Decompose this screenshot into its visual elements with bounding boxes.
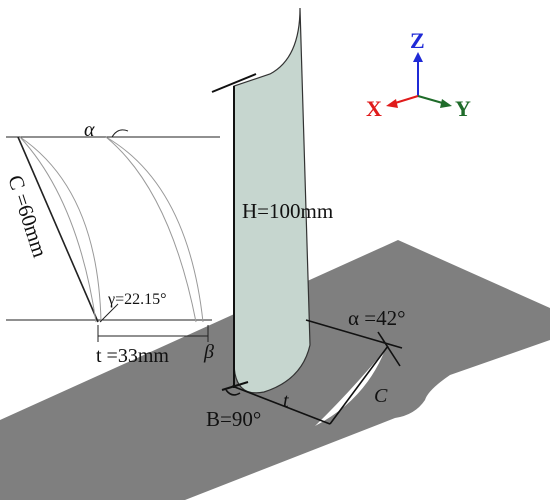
- blade-profile-2-inner: [105, 136, 204, 323]
- b-angle-arc: [225, 389, 241, 396]
- chord-label: C =60mm: [3, 172, 52, 260]
- alpha-line-right: [377, 331, 401, 367]
- pitch-label: t =33mm: [96, 345, 169, 367]
- blade-profile-1: [19, 136, 97, 323]
- stagger-label: γ=22.15°: [107, 291, 167, 308]
- x-arrow-icon: [386, 99, 398, 108]
- axes-indicator: Z X Y: [366, 28, 471, 121]
- y-arrow-icon: [440, 99, 452, 108]
- b-angle-label: B=90°: [206, 407, 261, 431]
- chord-line: [17, 136, 99, 323]
- plate-annotations: [225, 319, 403, 425]
- c-plate-label: C: [374, 385, 388, 407]
- t-plate-label: t: [283, 390, 289, 412]
- z-arrow-icon: [413, 52, 423, 62]
- stagger-leader-line: [99, 303, 119, 323]
- alpha-top-label: α: [84, 119, 95, 141]
- alpha-arc: [111, 129, 129, 138]
- y-axis-label: Y: [455, 96, 471, 121]
- cascade-sketch: [6, 129, 220, 342]
- height-label: H=100mm: [242, 199, 333, 223]
- t-dimension-line: [231, 385, 331, 425]
- c-line: [329, 345, 389, 425]
- blade-profile-1-inner: [19, 136, 102, 323]
- beta-label: β: [203, 341, 214, 363]
- blade-profile-2: [105, 136, 197, 323]
- alpha-plate-label: α =42°: [348, 306, 406, 330]
- z-axis-label: Z: [410, 28, 425, 53]
- height-top-tick: [211, 73, 257, 93]
- height-bottom-tick: [221, 381, 249, 391]
- x-axis-label: X: [366, 96, 382, 121]
